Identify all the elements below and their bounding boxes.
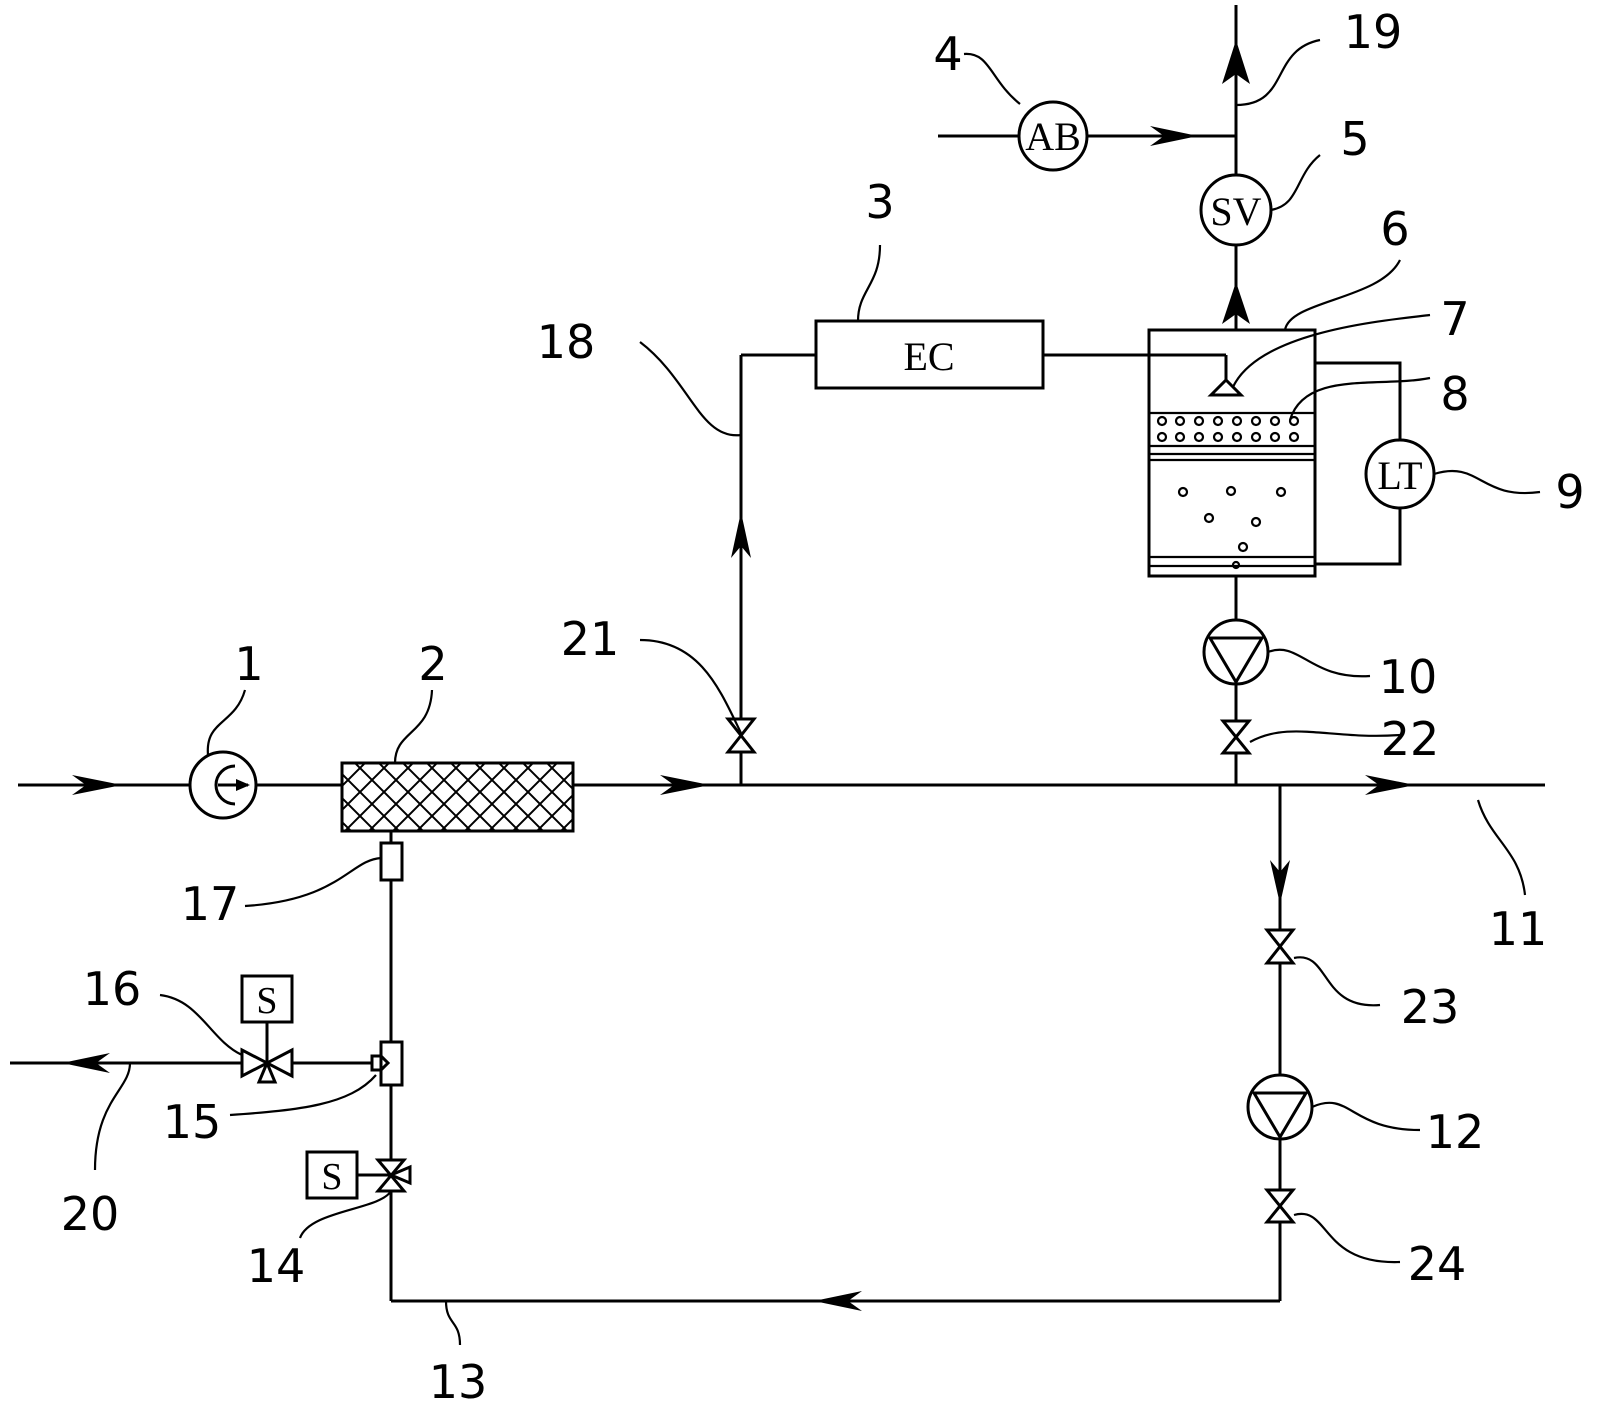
label-4: 4 (933, 27, 962, 81)
ec-unit: EC (814, 319, 1045, 390)
return-loop (389, 785, 1290, 1311)
label-3: 3 (865, 175, 894, 229)
tee-connector-15 (370, 1040, 404, 1087)
air-blower-line (938, 126, 1236, 146)
safety-valve-sv: SV (1199, 173, 1273, 247)
filter-drain-line (379, 831, 404, 1160)
sv-label: SV (1210, 189, 1261, 234)
label-22: 22 (1381, 712, 1440, 766)
branch-line-18 (731, 353, 1228, 785)
label-15: 15 (163, 1095, 222, 1149)
label-14: 14 (247, 1239, 306, 1293)
pump-12 (1246, 1073, 1314, 1141)
label-6: 6 (1380, 202, 1409, 256)
solenoid-valve-14: S (305, 1150, 412, 1200)
solenoid-valve-16: S (240, 974, 294, 1084)
label-13: 13 (429, 1355, 488, 1408)
tank-6 (1147, 328, 1317, 578)
label-21: 21 (561, 612, 620, 666)
label-18: 18 (537, 315, 596, 369)
valve-23 (1263, 928, 1297, 965)
main-pipeline (18, 775, 1545, 795)
valve-22 (1219, 719, 1253, 755)
label-11: 11 (1489, 902, 1548, 956)
spray-nozzle-7 (1207, 377, 1245, 397)
label-19: 19 (1344, 5, 1403, 59)
label-12: 12 (1426, 1105, 1485, 1159)
label-8: 8 (1440, 367, 1469, 421)
flow-meter-1 (188, 750, 258, 820)
label-17: 17 (181, 877, 240, 931)
label-1: 1 (234, 637, 263, 691)
lt-label: LT (1377, 453, 1422, 498)
leader-lines (93, 38, 1541, 1346)
valve-21 (724, 717, 758, 754)
tank-bubbles (1177, 485, 1287, 570)
label-24: 24 (1408, 1237, 1467, 1291)
air-blower-ab: AB (1017, 100, 1089, 172)
valve-24 (1263, 1188, 1297, 1224)
label-5: 5 (1340, 112, 1369, 166)
label-20: 20 (61, 1187, 120, 1241)
number-labels: 1 2 3 4 5 6 7 8 9 10 11 12 13 14 15 16 1… (61, 5, 1585, 1408)
packing-layer-8 (1156, 415, 1300, 443)
label-10: 10 (1379, 650, 1438, 704)
label-9: 9 (1555, 465, 1584, 519)
ab-label: AB (1025, 114, 1081, 159)
pump-10 (1202, 618, 1270, 686)
s-label-16: S (256, 980, 277, 1022)
label-2: 2 (418, 637, 447, 691)
filter-2 (340, 761, 575, 833)
ec-label: EC (903, 334, 954, 379)
level-transmitter-9: LT (1315, 361, 1436, 566)
label-16: 16 (83, 962, 142, 1016)
vent-line (1222, 5, 1250, 330)
s-label-14: S (321, 1156, 342, 1198)
discharge-line-20 (10, 1053, 372, 1073)
label-7: 7 (1440, 292, 1469, 346)
label-23: 23 (1401, 980, 1460, 1034)
